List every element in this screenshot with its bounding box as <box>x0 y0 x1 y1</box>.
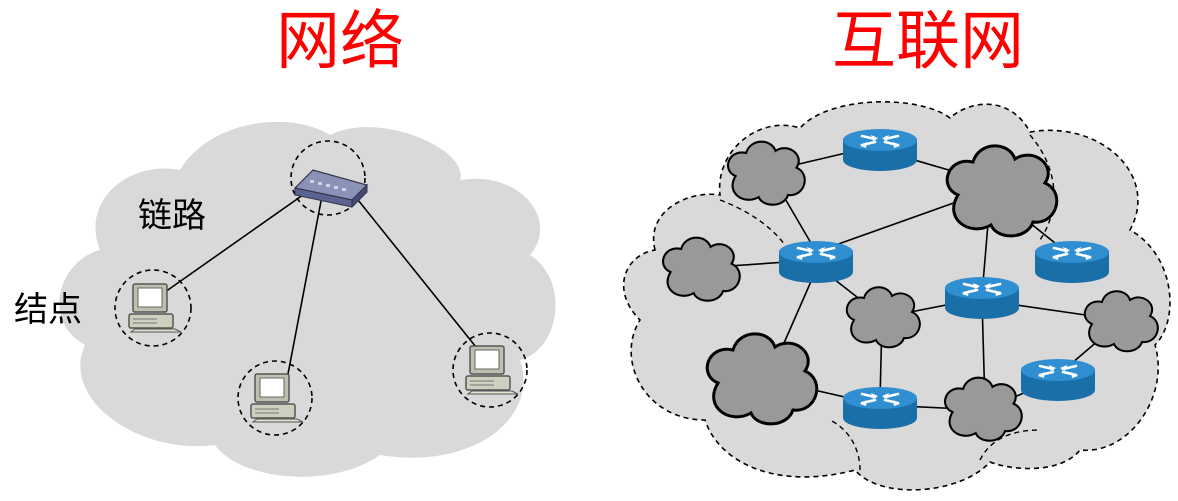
host-node-bottom <box>237 360 313 436</box>
network-title: 网络 <box>276 5 404 79</box>
node-label: 结点 <box>14 290 82 330</box>
internet-title: 互联网 <box>832 5 1024 79</box>
router-icon <box>841 385 919 431</box>
router-icon <box>777 239 855 285</box>
host-node-left <box>114 269 192 347</box>
router-icon <box>841 127 919 173</box>
link-label: 链路 <box>138 196 206 236</box>
hub-node <box>290 140 369 216</box>
router-icon <box>1019 357 1097 403</box>
network-cloud <box>59 121 556 477</box>
router-icon <box>1033 239 1111 285</box>
router-icon <box>943 275 1021 321</box>
network-hub-icon <box>293 169 369 209</box>
network-links <box>164 189 481 375</box>
host-node-right <box>452 332 528 408</box>
